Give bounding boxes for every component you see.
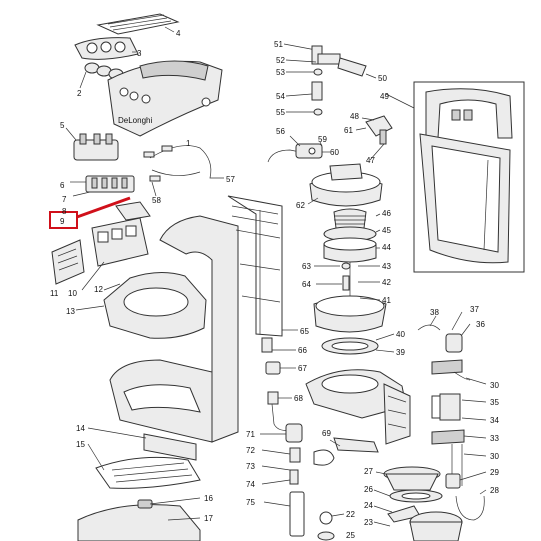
- label-14: 14: [76, 424, 85, 433]
- label-44: 44: [382, 243, 391, 252]
- label-9-highlighted: 9: [60, 217, 65, 226]
- label-13: 13: [66, 307, 75, 316]
- label-57: 57: [226, 175, 235, 184]
- steam-wand: [260, 403, 305, 537]
- label-51: 51: [274, 40, 283, 49]
- label-72: 72: [246, 446, 255, 455]
- label-23: 23: [364, 518, 373, 527]
- boiler-top: [307, 163, 383, 207]
- label-11: 11: [50, 289, 59, 298]
- label-65: 65: [300, 327, 309, 336]
- label-67: 67: [298, 364, 307, 373]
- label-60: 60: [330, 148, 339, 157]
- label-53: 53: [276, 68, 285, 77]
- label-42: 42: [382, 278, 391, 287]
- brew-group-assembly: [313, 295, 395, 355]
- selector-switch-assembly: [65, 127, 135, 197]
- label-55: 55: [276, 108, 285, 117]
- label-28: 28: [490, 486, 499, 495]
- label-30-lower: 30: [490, 452, 499, 461]
- steam-pipe-valve: [267, 135, 330, 163]
- label-2: 2: [77, 89, 82, 98]
- label-34: 34: [490, 416, 499, 425]
- label-62: 62: [296, 201, 305, 210]
- label-27: 27: [364, 467, 373, 476]
- steam-wand-parts: [261, 337, 379, 466]
- label-48: 48: [350, 112, 359, 121]
- label-74: 74: [246, 480, 255, 489]
- label-61: 61: [344, 126, 353, 135]
- label-49: 49: [380, 92, 389, 101]
- label-50: 50: [378, 74, 387, 83]
- label-1: 1: [186, 139, 191, 148]
- label-3: 3: [137, 49, 142, 58]
- water-pump-assembly: [417, 311, 487, 521]
- filter-holder-parts: [317, 466, 463, 541]
- label-73: 73: [246, 462, 255, 471]
- control-box: [81, 201, 151, 291]
- label-6: 6: [60, 181, 65, 190]
- label-71: 71: [246, 430, 255, 439]
- label-17: 17: [204, 514, 213, 523]
- steam-valve-assembly: [283, 43, 377, 116]
- support-plate: [305, 369, 411, 445]
- label-43: 43: [382, 262, 391, 271]
- main-body-frame: [75, 215, 239, 443]
- label-26: 26: [364, 485, 373, 494]
- part-number-labels: 4 3 2 1 5 6 7 8 9 11 10 12 13 14 15 16 1…: [50, 29, 499, 540]
- label-54: 54: [276, 92, 285, 101]
- label-7: 7: [62, 195, 67, 204]
- label-46: 46: [382, 209, 391, 218]
- label-24: 24: [364, 501, 373, 510]
- label-8: 8: [62, 207, 67, 216]
- label-47: 47: [366, 156, 375, 165]
- label-69: 69: [322, 429, 331, 438]
- label-68: 68: [294, 394, 303, 403]
- highlighted-part-9: [49, 196, 131, 229]
- cup-warmer-grid: [96, 13, 180, 35]
- label-36: 36: [476, 320, 485, 329]
- label-38: 38: [430, 308, 439, 317]
- label-52: 52: [276, 56, 285, 65]
- side-filter-panel: [227, 195, 298, 337]
- label-30-upper: 30: [490, 381, 499, 390]
- label-12: 12: [94, 285, 103, 294]
- top-cover: DeLonghi: [107, 60, 223, 137]
- label-64: 64: [302, 280, 311, 289]
- wiring-harness: [143, 145, 224, 197]
- boiler-internals: [314, 208, 381, 300]
- pressure-switch-assembly: [355, 115, 393, 161]
- label-5: 5: [60, 121, 65, 130]
- label-37: 37: [470, 305, 479, 314]
- label-58: 58: [152, 196, 161, 205]
- brand-mark: DeLonghi: [118, 116, 152, 125]
- label-40: 40: [396, 330, 405, 339]
- label-25: 25: [346, 531, 355, 540]
- label-4: 4: [176, 29, 181, 38]
- label-45: 45: [382, 226, 391, 235]
- label-15: 15: [76, 440, 85, 449]
- control-panel-buttons: [74, 37, 139, 89]
- label-16: 16: [204, 494, 213, 503]
- label-29: 29: [490, 468, 499, 477]
- label-33: 33: [490, 434, 499, 443]
- label-56: 56: [276, 127, 285, 136]
- water-tank-panel: [385, 81, 525, 273]
- label-66: 66: [298, 346, 307, 355]
- label-39: 39: [396, 348, 405, 357]
- label-10: 10: [68, 289, 77, 298]
- label-22: 22: [346, 510, 355, 519]
- label-75: 75: [246, 498, 255, 507]
- drip-tray-assembly: [77, 427, 201, 541]
- label-63: 63: [302, 262, 311, 271]
- label-59: 59: [318, 135, 327, 144]
- circuit-board: [51, 239, 85, 285]
- label-41: 41: [382, 296, 391, 305]
- label-35: 35: [490, 398, 499, 407]
